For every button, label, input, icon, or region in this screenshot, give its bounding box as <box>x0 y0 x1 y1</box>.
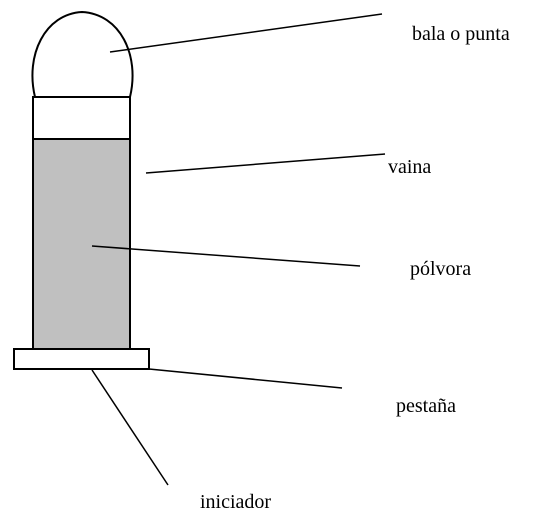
bullet-label: bala o punta <box>412 23 510 45</box>
rim-flange <box>13 348 150 370</box>
case-upper <box>32 96 131 140</box>
primer-leader-line <box>91 369 169 486</box>
powder-leader-line <box>91 245 361 267</box>
primer-label: iniciador <box>200 491 271 513</box>
rim-leader-line <box>148 368 343 389</box>
powder-label: pólvora <box>410 258 471 280</box>
bullet-tip <box>31 10 134 98</box>
rim-label: pestaña <box>396 395 456 417</box>
powder-fill <box>32 138 131 350</box>
case-leader-line <box>145 153 386 174</box>
bullet-leader-line <box>109 13 383 53</box>
case-label: vaina <box>388 156 431 178</box>
